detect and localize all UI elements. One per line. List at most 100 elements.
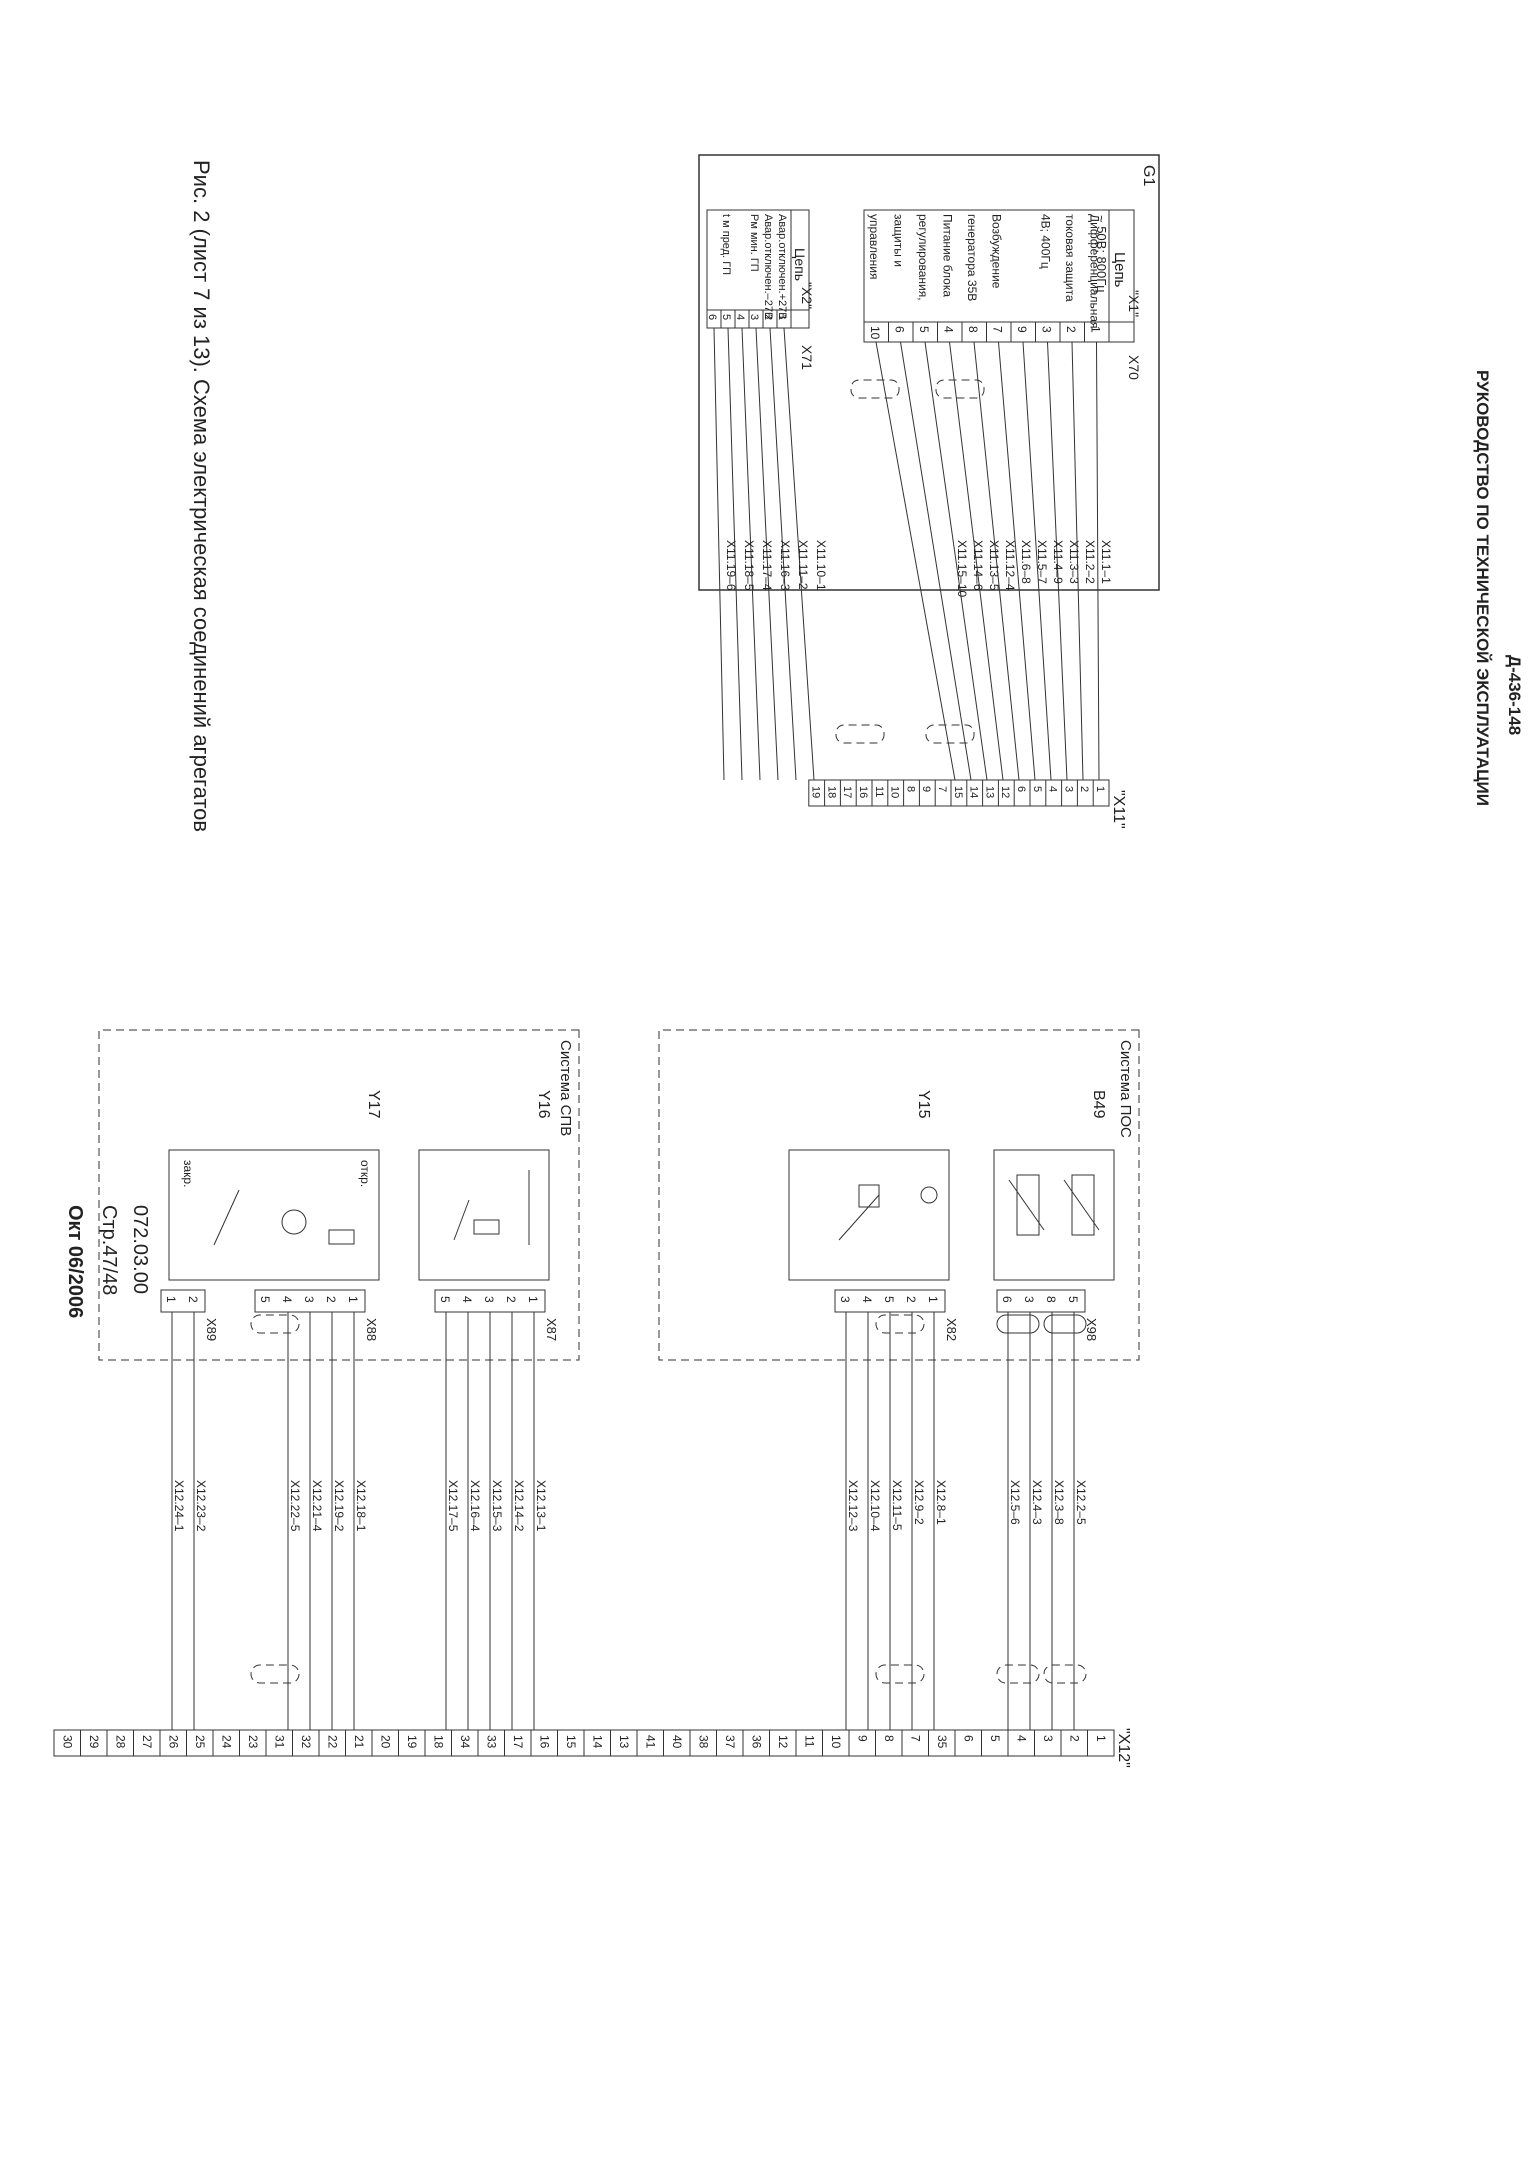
device-pin-X87-2: 3 <box>482 1296 496 1303</box>
terminal-x12-label-22: 17 <box>511 1735 525 1749</box>
plug1-extra-circuit: ~ 50В; 800Гц <box>1094 215 1109 293</box>
terminal-x12-label-16: 40 <box>670 1735 684 1749</box>
terminal-x12-label-23: 33 <box>485 1735 499 1749</box>
terminal-x11-label-8: 14 <box>968 786 980 798</box>
device-wire-label-X82-2: X12.11–5 <box>890 1480 904 1531</box>
plug1-wire-label-3: X11.4–9 <box>1051 540 1065 584</box>
plug2-wire-label-4: X11.18–5 <box>742 540 756 591</box>
plug2-name: "X2" <box>799 282 815 309</box>
device-y15-box <box>788 1149 950 1281</box>
footer-line-2: Стр.47/48 <box>98 1205 120 1295</box>
system-spv-frame <box>98 1029 580 1361</box>
terminal-x12-label-27: 20 <box>379 1735 393 1749</box>
plug1-wire <box>1096 341 1100 781</box>
terminal-x12-label-11: 11 <box>803 1735 817 1748</box>
plug2-pin-0: 1 <box>776 314 788 320</box>
plug1-pin-8: 6 <box>893 326 907 333</box>
plug1-wire <box>1047 341 1068 781</box>
terminal-x12-label-4: 5 <box>988 1735 1002 1742</box>
footer-line-1: 072.03.00 <box>129 1205 151 1294</box>
terminal-x11-label-15: 16 <box>857 786 869 798</box>
terminal-x12-name: "X12" <box>1115 1728 1132 1768</box>
device-b49-box <box>993 1149 1115 1281</box>
plug1-pin-0: 1 <box>1089 326 1103 333</box>
terminal-x12-label-3: 4 <box>1015 1735 1029 1742</box>
plug2-wire-label-5: X11.19–6 <box>724 540 738 591</box>
device-wire-label-X87-0: X12.13–1 <box>534 1480 548 1532</box>
terminal-x12-label-1: 2 <box>1068 1735 1082 1742</box>
terminal-x12-label-21: 16 <box>538 1735 552 1749</box>
y15-motor-icon <box>920 1186 938 1204</box>
terminal-x12-label-35: 26 <box>167 1735 181 1749</box>
terminal-x12-label-8: 8 <box>882 1735 896 1742</box>
device-wire-label-X89-1: X12.24–1 <box>172 1480 186 1532</box>
terminal-x11-label-14: 11 <box>873 786 885 797</box>
device-y16-box <box>418 1149 550 1281</box>
y17-open-label: откр. <box>358 1160 372 1187</box>
generator-frame <box>698 154 1160 591</box>
device-wire-label-X87-3: X12.16–4 <box>468 1480 482 1532</box>
device-pin-X82-2: 5 <box>882 1296 896 1303</box>
terminal-x12-label-34: 25 <box>193 1735 207 1749</box>
plug2-wire-label-3: X11.17–4 <box>760 540 774 591</box>
device-pin-X82-1: 2 <box>904 1296 918 1303</box>
plug1-wire-label-5: X11.6–8 <box>1019 540 1033 584</box>
device-pin-X89-1: 1 <box>164 1296 178 1303</box>
plug1-pin-1: 2 <box>1064 326 1078 333</box>
plug1-circuit-5: генератора 35В <box>965 214 979 301</box>
terminal-x11-label-0: 1 <box>1094 786 1106 792</box>
plug2-pin-3: 4 <box>734 314 746 320</box>
header-title: РУКОВОДСТВО ПО ТЕХНИЧЕСКОЙ ЭКСПЛУАТАЦИИ <box>1473 370 1492 806</box>
plug1-pin-7: 5 <box>917 326 931 333</box>
terminal-x11-label-17: 18 <box>825 786 837 798</box>
plug1-circuit-1: токовая защита <box>1063 214 1077 302</box>
terminal-x11-label-11: 9 <box>920 786 932 792</box>
plug1-circuit-8: защиты и <box>892 214 906 267</box>
device-wire-label-X87-4: X12.17–5 <box>446 1480 460 1532</box>
device-wire-label-X82-4: X12.12–3 <box>846 1480 860 1532</box>
terminal-x12-label-5: 6 <box>962 1735 976 1742</box>
device-connector-block <box>996 1289 1086 1313</box>
plug2-wire <box>713 327 725 781</box>
terminal-x12-label-12: 12 <box>776 1735 790 1749</box>
plug2-circuit-0: Авар.отключен.+27В <box>776 214 788 320</box>
plug2-wire <box>769 327 797 781</box>
device-pin-X82-0: 1 <box>926 1296 940 1303</box>
device-y17-label: Y17 <box>365 1090 382 1119</box>
plug2-pin-5: 6 <box>706 314 718 320</box>
device-pin-X88-4: 5 <box>258 1296 272 1303</box>
terminal-x11-label-12: 8 <box>904 786 916 792</box>
terminal-x12-label-2: 3 <box>1041 1735 1055 1742</box>
terminal-x11-label-6: 12 <box>999 786 1011 798</box>
device-wire-label-X87-2: X12.15–3 <box>490 1480 504 1532</box>
terminal-x12-label-17: 41 <box>644 1735 658 1749</box>
plug1-name: "X1" <box>1126 290 1142 317</box>
device-wire-label-X88-0: X12.18–1 <box>354 1480 368 1532</box>
terminal-x11-label-5: 6 <box>1015 786 1027 792</box>
plug2-table <box>706 209 810 329</box>
plug2-wire-label-0: X11.10–1 <box>814 540 828 591</box>
terminal-x12-label-6: 35 <box>935 1735 949 1749</box>
terminal-x11-label-2: 3 <box>1062 786 1074 792</box>
device-connector-name-X82: X82 <box>944 1318 959 1341</box>
terminal-x12-label-19: 14 <box>591 1735 605 1749</box>
device-y15-label: Y15 <box>915 1090 932 1119</box>
b49-sensor-2 <box>1016 1174 1040 1236</box>
device-wire-label-X82-1: X12.9–2 <box>912 1480 926 1525</box>
device-pin-X88-3: 4 <box>280 1296 294 1303</box>
plug1-pin-5: 8 <box>966 326 980 333</box>
device-wire-label-X98-1: X12.3–8 <box>1052 1480 1066 1525</box>
system-pos-label: Система ПОС <box>1117 1040 1134 1138</box>
terminal-x12-label-18: 13 <box>617 1735 631 1749</box>
generator-label: G1 <box>1140 165 1157 186</box>
terminal-x12-label-10: 10 <box>829 1735 843 1749</box>
plug2-wire <box>727 327 743 781</box>
terminal-x12-label-13: 36 <box>750 1735 764 1749</box>
figure-caption: Рис. 2 (лист 7 из 13). Схема электрическ… <box>189 160 214 832</box>
device-pin-X98-0: 5 <box>1066 1296 1080 1303</box>
plug2-circuit-2: Рм мин. ГП <box>748 214 760 272</box>
footer-line-3: Окт 06/2006 <box>64 1205 86 1318</box>
plug1-wire-label-7: X11.13–5 <box>987 540 1001 591</box>
plug2-wire <box>755 327 779 781</box>
